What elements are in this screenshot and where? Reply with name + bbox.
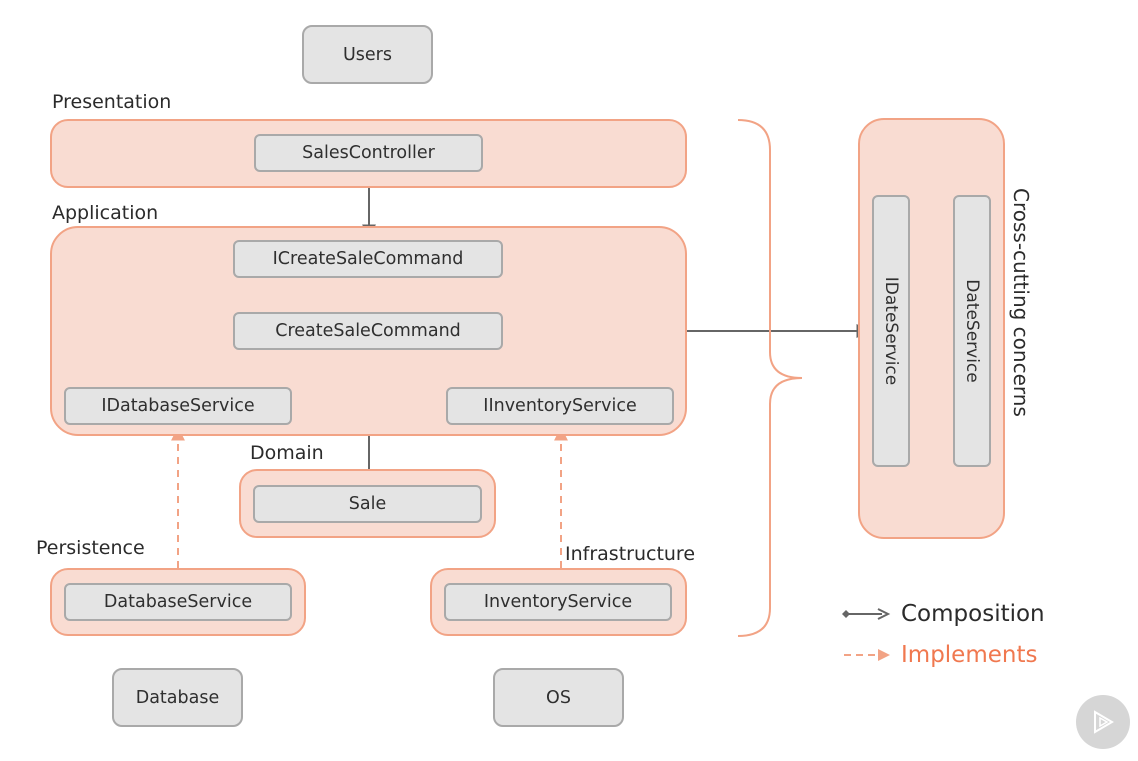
infrastructure-label: Infrastructure (565, 543, 696, 565)
icreate-sale-command-node: ICreateSaleCommand (233, 240, 503, 278)
application-label: Application (52, 202, 159, 224)
idate-service-node: IDateService (872, 195, 910, 467)
inventory-service-node: InventoryService (444, 583, 672, 621)
idate-service-label: IDateService (881, 276, 901, 386)
iinventory-service-node: IInventoryService (446, 387, 674, 425)
date-service-node: DateService (953, 195, 991, 467)
legend-composition-text: Composition (901, 601, 1045, 627)
domain-label: Domain (250, 442, 324, 464)
cross-cutting-label: Cross-cutting concerns (1009, 188, 1033, 417)
database-service-node: DatabaseService (64, 583, 292, 621)
legend-implements: Implements (840, 642, 1037, 668)
idatabase-service-node: IDatabaseService (64, 387, 292, 425)
play-badge[interactable] (1076, 695, 1130, 749)
users-node: Users (302, 25, 433, 84)
sales-controller-node: SalesController (254, 134, 483, 172)
create-sale-command-node: CreateSaleCommand (233, 312, 503, 350)
play-icon (1094, 710, 1114, 734)
sale-node: Sale (253, 485, 482, 523)
legend-implements-text: Implements (901, 642, 1038, 668)
persistence-label: Persistence (36, 537, 145, 559)
composition-arrow-icon (842, 608, 891, 620)
date-service-label: DateService (962, 279, 982, 383)
presentation-label: Presentation (52, 91, 172, 113)
legend-composition: Composition (840, 601, 1045, 627)
os-node: OS (493, 668, 624, 727)
layers-brace (737, 119, 803, 637)
implements-arrow-icon (844, 649, 890, 661)
database-node: Database (112, 668, 243, 727)
